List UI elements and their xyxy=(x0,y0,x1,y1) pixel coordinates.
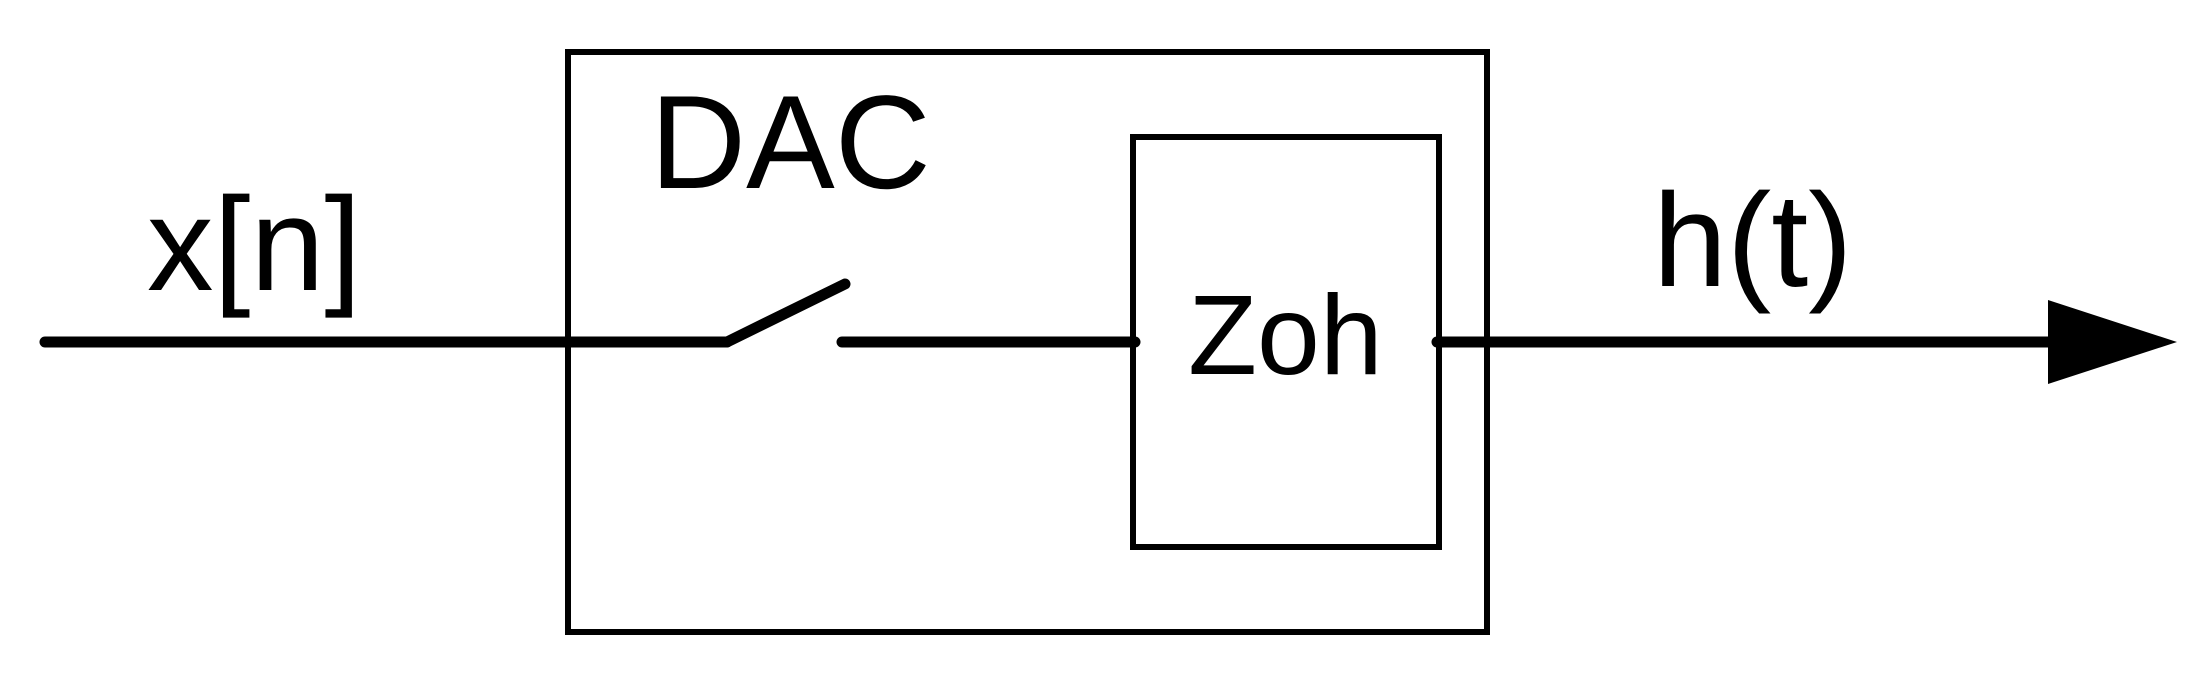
zoh-block xyxy=(1130,134,1442,550)
switch-blade xyxy=(721,278,851,348)
output-arrowhead xyxy=(2048,300,2177,384)
dac-label: DAC xyxy=(650,69,931,217)
output-label: h(t) xyxy=(1653,167,1853,315)
input-label: x[n] xyxy=(147,171,361,319)
dac-block xyxy=(565,49,1490,635)
zoh-label: Zoh xyxy=(1188,272,1383,398)
